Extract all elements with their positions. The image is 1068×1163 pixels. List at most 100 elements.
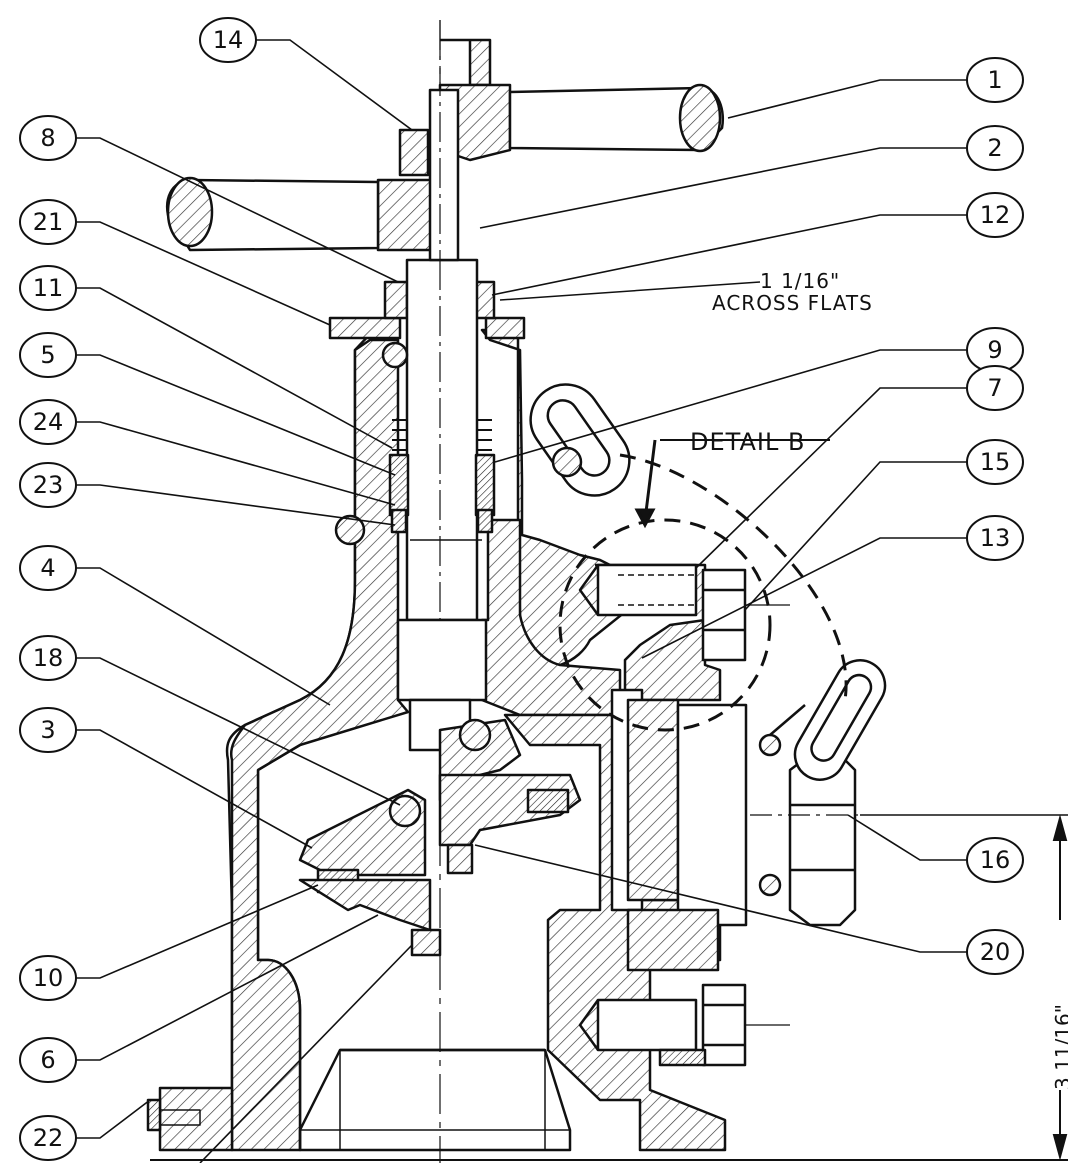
valve-body-geometry bbox=[146, 20, 1068, 1163]
leader-18 bbox=[75, 657, 401, 806]
dim-arrow-bottom bbox=[1052, 1134, 1068, 1161]
leader-23 bbox=[75, 484, 396, 526]
leader-lines bbox=[75, 39, 968, 1163]
leader-22 bbox=[75, 1099, 151, 1139]
leader-3 bbox=[75, 729, 313, 849]
lifting-eye-top bbox=[529, 383, 631, 497]
spring-coils bbox=[392, 419, 492, 451]
top-nut bbox=[440, 38, 492, 87]
balloon-20 bbox=[966, 929, 1024, 975]
balloon-label-22: 22 bbox=[33, 1124, 64, 1152]
leader-10 bbox=[75, 884, 319, 979]
ring-23 bbox=[334, 514, 366, 546]
balloon-6 bbox=[19, 1037, 77, 1083]
balloon-label-7: 7 bbox=[987, 374, 1002, 402]
balloon-label-15: 15 bbox=[980, 448, 1011, 476]
packing-right bbox=[474, 453, 496, 517]
vent-plug-head bbox=[146, 1098, 162, 1132]
gland-flange-right bbox=[484, 316, 526, 340]
balloon-15 bbox=[966, 439, 1024, 485]
handle-nut bbox=[398, 128, 430, 177]
balloon-10 bbox=[19, 955, 77, 1001]
stem-upper bbox=[428, 88, 460, 262]
balloon-label-1: 1 bbox=[987, 66, 1002, 94]
detail-b-leader bbox=[643, 439, 657, 521]
balloon-label-12: 12 bbox=[980, 201, 1011, 229]
oring-plug-top bbox=[758, 733, 782, 757]
leader-13 bbox=[641, 537, 968, 659]
oring-21 bbox=[381, 341, 409, 369]
dim-arrow-top bbox=[1052, 814, 1068, 841]
balloon-label-13: 13 bbox=[980, 524, 1011, 552]
balloon-labels: 14 1 8 2 21 12 11 9 5 7 24 15 23 13 4 18… bbox=[33, 26, 1011, 1152]
height-dimension-text: 3 11/16" bbox=[1051, 1004, 1068, 1090]
detail-b-arrow bbox=[634, 508, 656, 529]
detail-b-label: DETAIL B bbox=[690, 428, 805, 456]
handle-end-left bbox=[166, 176, 214, 248]
balloon-label-21: 21 bbox=[33, 208, 64, 236]
balloon-label-16: 16 bbox=[980, 846, 1011, 874]
detail-b-arc bbox=[619, 453, 848, 701]
balloon-label-5: 5 bbox=[40, 341, 55, 369]
handle-end-right bbox=[678, 83, 722, 153]
bolt-head-15 bbox=[701, 568, 747, 662]
leader-15 bbox=[744, 461, 968, 611]
leader-6 bbox=[75, 914, 379, 1061]
packing-left bbox=[388, 453, 410, 517]
leader-20 bbox=[474, 844, 968, 953]
stem-collar bbox=[396, 618, 488, 702]
spacer-right bbox=[476, 508, 494, 534]
balloon-16 bbox=[966, 837, 1024, 883]
lifting-eye-right bbox=[793, 659, 887, 781]
balloon-4 bbox=[19, 545, 77, 591]
balloon-18 bbox=[19, 635, 77, 681]
flats-leader bbox=[499, 281, 761, 301]
bolt-7 bbox=[596, 563, 698, 617]
leader-2 bbox=[479, 147, 968, 229]
leader-7 bbox=[695, 387, 968, 569]
height-dimension bbox=[750, 814, 1068, 1161]
balloon-14 bbox=[199, 17, 257, 63]
bolt-7-tip bbox=[578, 564, 600, 616]
detail-b-circle bbox=[558, 518, 772, 732]
leader-24 bbox=[75, 421, 396, 506]
spacer-left bbox=[390, 508, 408, 534]
bolt-lower-head bbox=[701, 983, 747, 1067]
cover-cap bbox=[676, 703, 748, 927]
balloon-8 bbox=[19, 115, 77, 161]
balloon-5 bbox=[19, 332, 77, 378]
cover-lower bbox=[626, 908, 720, 972]
balloon-label-4: 4 bbox=[40, 554, 55, 582]
ball-upper bbox=[458, 718, 492, 752]
stem bbox=[405, 258, 479, 622]
leader-14 bbox=[255, 39, 413, 131]
balloon-2 bbox=[966, 125, 1024, 171]
eye-link bbox=[769, 704, 806, 736]
balloon-label-3: 3 bbox=[40, 716, 55, 744]
balloon-label-20: 20 bbox=[980, 938, 1011, 966]
balloon-label-8: 8 bbox=[40, 124, 55, 152]
leader-4 bbox=[75, 567, 331, 706]
balloon-label-24: 24 bbox=[33, 408, 64, 436]
balloon-21 bbox=[19, 199, 77, 245]
balloon-22 bbox=[19, 1115, 77, 1161]
flats-label-text: ACROSS FLATS bbox=[712, 291, 873, 315]
seat-ring-left bbox=[298, 878, 432, 932]
lifting-eye-pin bbox=[551, 446, 583, 478]
leader-5 bbox=[75, 354, 396, 476]
balloon-24 bbox=[19, 399, 77, 445]
balloon-7 bbox=[966, 365, 1024, 411]
balloon-label-23: 23 bbox=[33, 471, 64, 499]
leader-8 bbox=[75, 137, 399, 283]
leader-9 bbox=[494, 349, 968, 463]
balloon-3 bbox=[19, 707, 77, 753]
gland-flange-left bbox=[328, 316, 402, 340]
balloon-1 bbox=[966, 57, 1024, 103]
leader-21 bbox=[75, 221, 331, 326]
leader-11 bbox=[75, 287, 393, 449]
leader-1 bbox=[727, 79, 968, 119]
balloon-label-10: 10 bbox=[33, 964, 64, 992]
retaining-pin bbox=[446, 843, 474, 875]
leader-16 bbox=[847, 814, 968, 861]
